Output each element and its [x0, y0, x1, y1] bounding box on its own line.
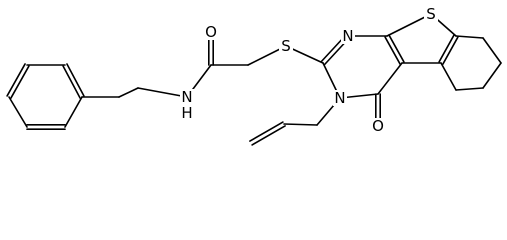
double-bond-line	[388, 34, 405, 63]
single-bond	[64, 96, 83, 128]
double-bond-line	[6, 63, 26, 97]
single-bond	[482, 37, 502, 64]
amide-hydrogen-label-bg	[180, 105, 194, 121]
carbonyl-oxygen-label-bg	[371, 118, 385, 134]
double-bond-line	[384, 36, 401, 65]
thiophene-sulfur-label-bg	[424, 6, 438, 22]
amide-hydrogen-label: H	[181, 104, 192, 122]
bonds-layer	[6, 13, 502, 146]
single-bond	[283, 123, 318, 126]
single-bond	[386, 13, 432, 37]
double-bond-line	[66, 63, 85, 97]
single-bond	[377, 62, 403, 95]
single-bond	[8, 96, 28, 128]
single-bond	[482, 62, 502, 89]
double-bond-line	[251, 125, 286, 146]
double-bond-line	[442, 36, 459, 65]
double-bond-line	[62, 65, 81, 99]
double-bond-line	[10, 65, 30, 99]
ring-nitrogen-bottom-label-bg	[333, 90, 347, 106]
amide-nitrogen-label-bg	[180, 89, 194, 105]
single-bond	[455, 35, 484, 39]
ring-nitrogen-top-label: N	[342, 27, 353, 45]
double-bond-line	[438, 34, 455, 63]
thioether-sulfur-label: S	[281, 37, 291, 55]
amide-oxygen-label-bg	[204, 24, 218, 40]
amide-oxygen-label: O	[205, 23, 217, 41]
amide-nitrogen-label: N	[181, 88, 192, 106]
single-bond	[455, 87, 484, 91]
double-bond-line	[249, 121, 284, 142]
carbonyl-oxygen-label: O	[372, 117, 384, 135]
single-bond	[118, 87, 139, 98]
single-bond	[440, 62, 457, 91]
ring-nitrogen-bottom-label: N	[334, 89, 345, 107]
thiophene-sulfur-label: S	[426, 5, 436, 23]
single-bond	[137, 87, 188, 98]
ring-nitrogen-top-label-bg	[341, 28, 355, 44]
thioether-sulfur-label-bg	[279, 38, 293, 54]
